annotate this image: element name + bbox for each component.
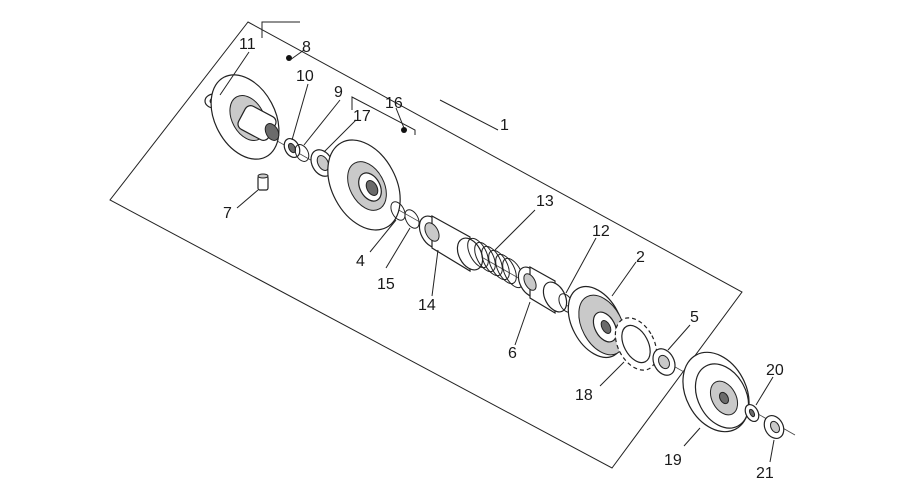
- callout-6: 6: [508, 345, 517, 362]
- callout-19: 19: [664, 452, 682, 469]
- callout-8: 8: [302, 39, 311, 56]
- part-5-washer: [652, 348, 676, 376]
- part-19-clutch-bell: [682, 351, 750, 433]
- part-14-sleeve: [418, 214, 484, 273]
- part-16-movable-pulley: [327, 127, 407, 231]
- callout-21: 21: [756, 465, 774, 481]
- bracket-group-8: [261, 21, 300, 38]
- part-20-washer: [744, 403, 760, 423]
- callout-18: 18: [575, 387, 593, 404]
- bracket-group-16: [351, 96, 416, 135]
- assembly-outline: [109, 21, 743, 469]
- part-6-spacer: [517, 265, 568, 315]
- callout-11: 11: [239, 36, 256, 53]
- callout-2: 2: [636, 249, 645, 266]
- callout-7: 7: [223, 205, 232, 222]
- callout-15: 15: [377, 276, 395, 293]
- callout-12: 12: [592, 223, 610, 240]
- callout-14: 14: [418, 297, 436, 314]
- callout-10: 10: [296, 68, 314, 85]
- part-15-oring: [404, 209, 420, 229]
- callout-16: 16: [385, 95, 403, 112]
- part-7-pin: [257, 173, 269, 191]
- part-13-spring: [467, 237, 524, 289]
- part-18-fan: [614, 317, 658, 371]
- callout-13: 13: [536, 193, 554, 210]
- callout-20: 20: [766, 362, 784, 379]
- part-4-oring: [390, 201, 406, 221]
- part-2-clutch: [567, 286, 626, 358]
- leader-lines: [219, 49, 775, 463]
- callout-4: 4: [356, 253, 365, 270]
- callout-5: 5: [690, 309, 699, 326]
- callout-9: 9: [334, 84, 343, 101]
- part-21-nut: [763, 414, 785, 440]
- callout-1: 1: [500, 117, 509, 134]
- part-9-circlip: [294, 144, 310, 162]
- callout-17: 17: [353, 108, 371, 125]
- part-8-fixed-pulley: [210, 55, 292, 160]
